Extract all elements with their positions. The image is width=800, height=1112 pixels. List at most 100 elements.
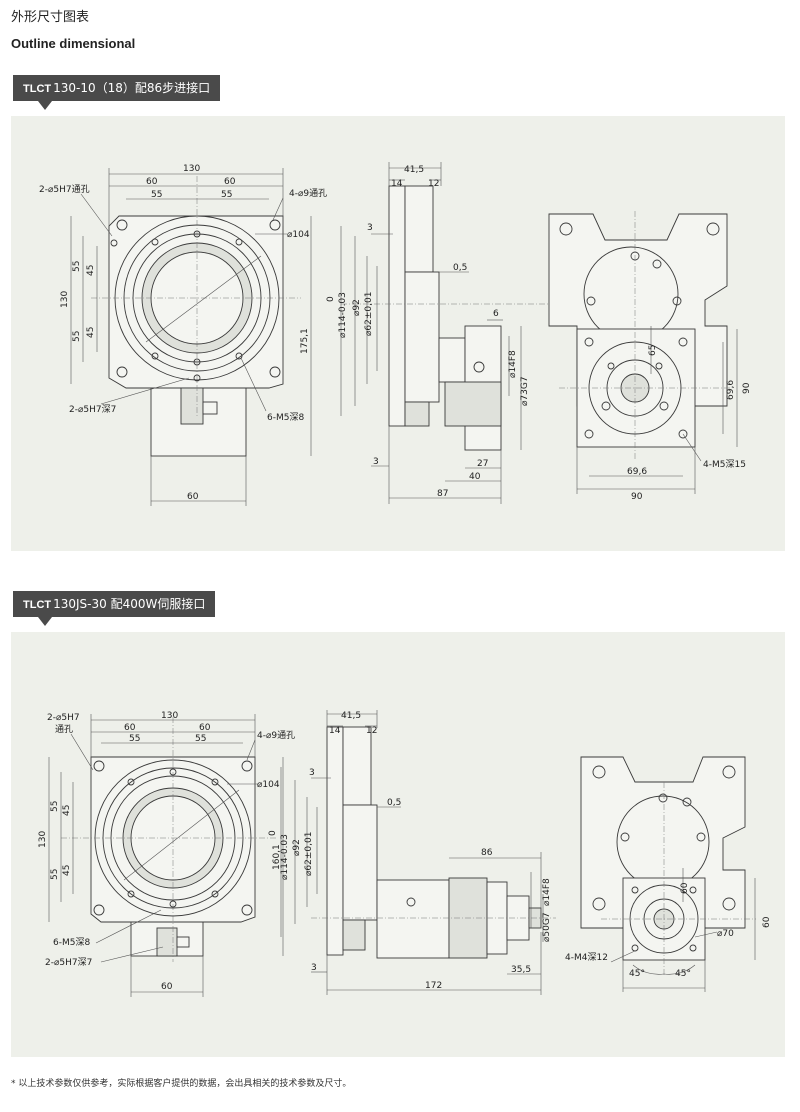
dim-45-lower: 45	[86, 327, 96, 338]
connector-block	[156, 927, 178, 957]
label-4-9-through: 4-⌀9通孔	[257, 730, 295, 741]
dim-12: 12	[366, 726, 377, 736]
dim-0: 0	[326, 296, 336, 302]
label-4-9-through: 4-⌀9通孔	[289, 188, 327, 199]
coupling-housing	[376, 879, 450, 959]
dim-130-width: 130	[183, 164, 200, 174]
front-view	[91, 176, 301, 457]
dim-14: 14	[329, 726, 341, 736]
dim-0-5: 0,5	[453, 263, 467, 273]
page-title-cn: 外形尺寸图表	[11, 10, 90, 25]
side-view: 41,5 14 12 3 0,5 0 ⌀114-0.03 ⌀92 ⌀62±0,0…	[326, 162, 551, 504]
dim-45-upper: 45	[62, 805, 72, 816]
dim-d73g7: ⌀73G7	[520, 376, 530, 406]
label-d70: ⌀70	[717, 929, 734, 939]
dim-69-6-vertical: 69,6	[726, 380, 736, 400]
label-d104: ⌀104	[257, 780, 280, 790]
dim-60-right: 60	[762, 916, 772, 928]
page-title-en: Outline dimensional	[11, 36, 136, 51]
dim-87: 87	[437, 489, 448, 499]
dim-d14f8: ⌀14F8	[508, 350, 518, 378]
dim-160-height: 160,1	[272, 844, 282, 870]
dim-d50g7: ⌀50G7	[542, 912, 552, 942]
dim-d14f8: ⌀14F8	[542, 878, 552, 906]
dim-0: 0	[268, 830, 278, 836]
rear-circle	[583, 246, 679, 342]
dim-86: 86	[481, 848, 493, 858]
label-4-m5-depth: 4-M5深15	[703, 459, 746, 470]
dim-d62: ⌀62±0,01	[304, 832, 314, 876]
dim-6: 6	[493, 309, 499, 319]
dim-130-height: 130	[60, 291, 70, 308]
dim-40: 40	[469, 472, 481, 482]
dim-55-left: 55	[151, 190, 162, 200]
connector-block	[180, 387, 204, 425]
dim-69-6-horizontal: 69,6	[627, 467, 647, 477]
dim-55-upper: 55	[72, 261, 82, 272]
label-2-5h7-through: 2-⌀5H7通孔	[39, 184, 90, 195]
dim-130-height: 130	[38, 831, 48, 848]
rear-view: 65 69,6 90 69,6 90 4-M5深15	[548, 211, 752, 502]
dim-35-5: 35,5	[511, 965, 531, 975]
dim-55-lower: 55	[72, 331, 82, 342]
label-2-5h7-depth: 2-⌀5H7深7	[69, 404, 116, 415]
dim-55-lower: 55	[50, 869, 60, 880]
dim-d92: ⌀92	[292, 839, 302, 856]
section-1-drawing-panel: 130 60 60 55 55 2-⌀5H7通孔 4-⌀9通孔 ⌀104 130…	[11, 116, 785, 551]
angle-45-right: 45°	[675, 969, 691, 979]
side-flange	[388, 185, 406, 427]
rear-view: 60 ⌀70 4-M4深12 45° 45° 60	[565, 756, 772, 992]
dim-0-5: 0,5	[387, 798, 401, 808]
front-dimensions: 2-⌀5H7 通孔 130 60 60 55 55 4-⌀9通孔 ⌀104 13…	[38, 711, 295, 997]
label-6-m5-depth: 6-M5深8	[53, 937, 90, 948]
label-through: 通孔	[55, 724, 73, 735]
dim-d114: ⌀114-0.03	[338, 292, 348, 338]
side-flange	[326, 726, 344, 956]
angle-45-left: 45°	[629, 969, 645, 979]
dim-d92: ⌀92	[352, 299, 362, 316]
dim-27: 27	[477, 459, 488, 469]
dim-60-vertical: 60	[680, 882, 690, 894]
section-1-tag-pointer	[38, 101, 52, 110]
section-2-drawing: 2-⌀5H7 通孔 130 60 60 55 55 4-⌀9通孔 ⌀104 13…	[38, 710, 772, 997]
dim-60-right: 60	[224, 177, 236, 187]
front-dimensions: 130 60 60 55 55 2-⌀5H7通孔 4-⌀9通孔 ⌀104 130…	[39, 164, 327, 506]
section-1-label: 130-10（18）配86步进接口	[53, 81, 211, 95]
dim-172: 172	[425, 981, 442, 991]
dim-3-bottom: 3	[311, 963, 317, 973]
dim-130-width: 130	[161, 711, 178, 721]
dim-55-right: 55	[221, 190, 232, 200]
dim-41-5: 41,5	[341, 711, 361, 721]
dim-90-vertical: 90	[742, 382, 752, 394]
dim-65: 65	[648, 345, 658, 356]
label-6-m5-depth: 6-M5深8	[267, 412, 304, 423]
dim-60-left: 60	[146, 177, 158, 187]
dim-3-top: 3	[367, 223, 373, 233]
dim-d62: ⌀62±0,01	[364, 292, 374, 336]
dim-45-lower: 45	[62, 865, 72, 876]
label-2-5h7-depth: 2-⌀5H7深7	[45, 957, 92, 968]
label-2-5h7: 2-⌀5H7	[47, 713, 80, 723]
dim-60-bottom: 60	[161, 982, 173, 992]
front-view	[61, 717, 276, 962]
dim-55-left: 55	[129, 734, 140, 744]
footnote: * 以上技术参数仅供参考，实际根据客户提供的数据，会出具相关的技术参数及尺寸。	[11, 1079, 352, 1089]
dim-60-bottom: 60	[187, 492, 199, 502]
section-2-drawing-panel: 2-⌀5H7 通孔 130 60 60 55 55 4-⌀9通孔 ⌀104 13…	[11, 632, 785, 1057]
dim-55-right: 55	[195, 734, 206, 744]
dim-3-bottom: 3	[373, 457, 379, 467]
section-2-tag-pointer	[38, 617, 52, 626]
dim-d114: ⌀114-0.03	[280, 834, 290, 880]
label-4-m4-depth: 4-M4深12	[565, 952, 608, 963]
dim-14: 14	[391, 179, 403, 189]
dim-41-5: 41,5	[404, 165, 424, 175]
dim-45-upper: 45	[86, 265, 96, 276]
dim-60-left: 60	[124, 723, 136, 733]
section-2-model: TLCT	[23, 599, 52, 611]
dim-3-top: 3	[309, 768, 315, 778]
rear-circle	[616, 795, 710, 889]
section-1-model: TLCT	[23, 83, 52, 95]
section-2-label: 130JS-30 配400W伺服接口	[53, 597, 206, 611]
dim-175-height: 175,1	[300, 328, 310, 354]
